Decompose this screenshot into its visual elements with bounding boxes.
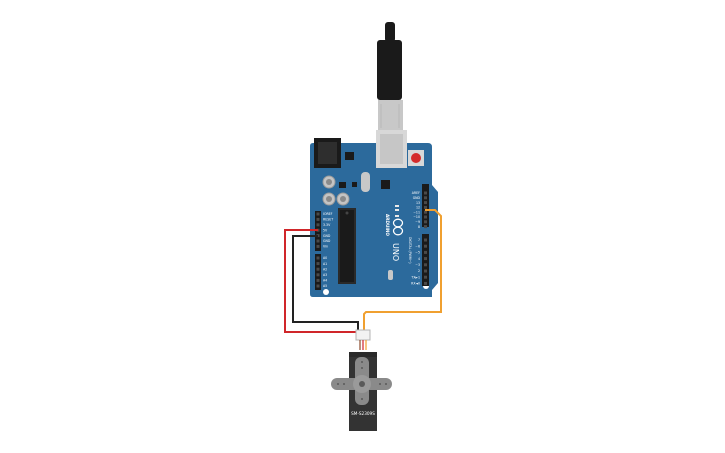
header-pin[interactable] <box>316 278 320 282</box>
ground-wire[interactable] <box>292 235 359 332</box>
pin-label: 2 <box>418 269 420 273</box>
pin-label: GND <box>323 239 331 243</box>
header-pin[interactable] <box>424 250 427 254</box>
header-pin[interactable] <box>424 238 427 242</box>
servo-connector <box>355 329 371 341</box>
header-pin[interactable] <box>424 210 427 214</box>
voltage-regulator <box>345 152 354 160</box>
power-wire[interactable] <box>284 229 358 333</box>
pin-label: A1 <box>323 262 327 266</box>
header-pin[interactable] <box>424 201 427 205</box>
header-pin[interactable] <box>316 267 320 271</box>
digital-pin-labels: 7 ~6 ~5 4 ~3 2TX►1RX◄0 <box>410 238 427 286</box>
header-pin[interactable] <box>424 269 427 273</box>
header-pin[interactable] <box>316 244 320 248</box>
brand-text: ARDUINO <box>385 214 390 236</box>
pin-label: ~3 <box>415 263 420 267</box>
servo-motor[interactable]: SM-S2309S <box>331 329 392 431</box>
pin-label: AREF <box>412 191 420 195</box>
mount-hole <box>323 289 329 295</box>
header-pin[interactable] <box>424 281 427 285</box>
pin-label: 12 <box>416 206 420 210</box>
pin-label: RX◄0 <box>411 282 420 286</box>
model-text: UNO <box>391 243 400 261</box>
header-pin[interactable] <box>424 215 427 219</box>
header-pin[interactable] <box>424 220 427 224</box>
signal-wire[interactable] <box>363 209 442 330</box>
pin-label: RESET <box>323 218 333 222</box>
crystal-oscillator <box>361 172 370 192</box>
pin-label: IOREF <box>323 212 333 216</box>
header-pin[interactable] <box>316 239 320 243</box>
pin-label: A4 <box>323 279 327 283</box>
header-pin[interactable] <box>316 273 320 277</box>
pin-label: A2 <box>323 267 327 271</box>
header-pin[interactable] <box>424 244 427 248</box>
header-pin[interactable] <box>424 257 427 261</box>
pin-label: 3.3V <box>323 223 331 227</box>
usb-controller-chip <box>381 180 390 189</box>
header-pin[interactable] <box>316 212 320 216</box>
pin-label: A5 <box>323 284 327 288</box>
pin-label: ~11 <box>413 210 420 214</box>
usb-cable[interactable] <box>377 22 403 130</box>
header-pin[interactable] <box>424 196 427 200</box>
pin-label: GND <box>323 234 331 238</box>
pin-label: GND <box>413 196 421 200</box>
header-pin[interactable] <box>316 262 320 266</box>
pin-label: ~6 <box>415 244 420 248</box>
servo-model-label: SM-S2309S <box>351 411 375 416</box>
header-pin[interactable] <box>316 256 320 260</box>
header-pin[interactable] <box>424 225 427 229</box>
digital-section-label: DIGITAL (PWM~) <box>408 237 412 263</box>
pin-label: A0 <box>323 256 327 260</box>
pin-label: 8 <box>418 225 420 229</box>
atmega-chip <box>338 208 356 284</box>
servo-horn-icon <box>331 357 392 405</box>
pin-label: 5V <box>323 228 328 232</box>
cable-strain-relief <box>385 22 395 42</box>
pin-label: 7 <box>418 238 420 242</box>
pin-label: ~9 <box>415 220 420 224</box>
pin-label: Vin <box>323 245 328 249</box>
header-analog <box>315 254 321 290</box>
header-top <box>422 184 429 227</box>
pin-label: TX►1 <box>410 275 420 279</box>
header-pin[interactable] <box>424 275 427 279</box>
header-pin[interactable] <box>316 217 320 221</box>
pin-label: A3 <box>323 273 327 277</box>
header-pin[interactable] <box>424 205 427 209</box>
pin-label: 4 <box>418 257 420 261</box>
arduino-logo-icon <box>392 218 404 236</box>
pin-label: ~10 <box>413 215 420 219</box>
wires <box>284 209 442 333</box>
pin-label: ~5 <box>415 251 420 255</box>
usb-plug-body <box>377 40 402 100</box>
header-pin[interactable] <box>316 284 320 288</box>
header-pin[interactable] <box>424 263 427 267</box>
header-pin[interactable] <box>316 223 320 227</box>
pin-label: 13 <box>416 201 420 205</box>
header-pin[interactable] <box>424 191 427 195</box>
